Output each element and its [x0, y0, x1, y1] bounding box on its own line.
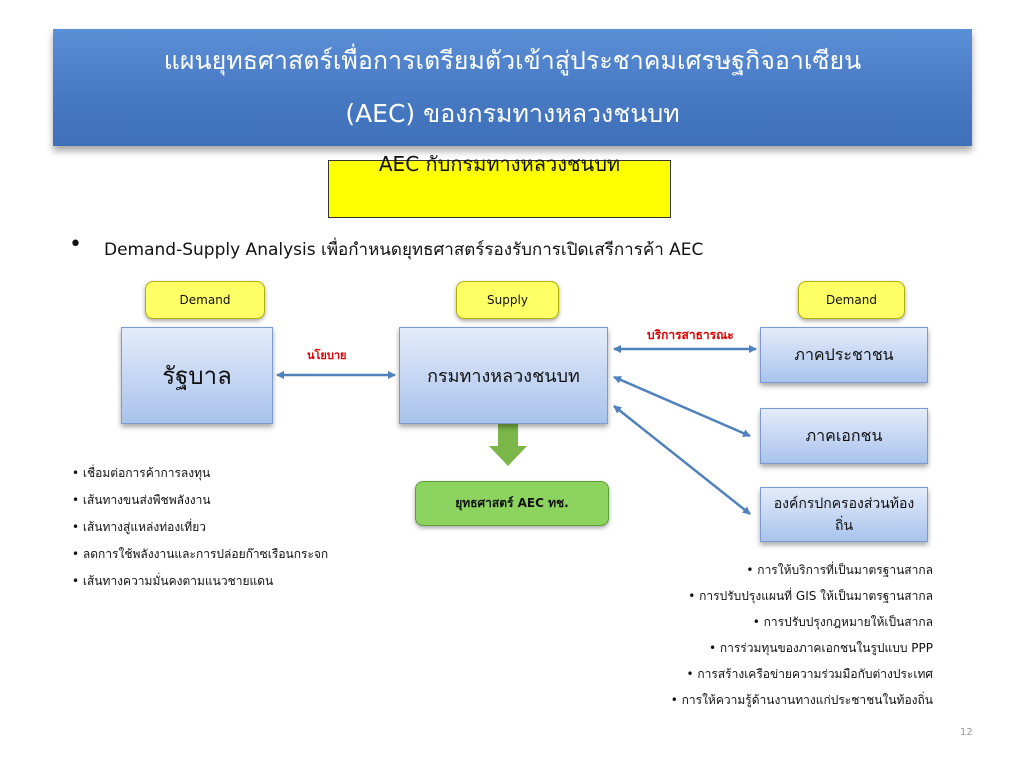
down-arrow [489, 424, 527, 466]
list-item: เส้นทางสู่แหล่งท่องเที่ยว [72, 514, 328, 541]
tag-demand-left: Demand [145, 281, 265, 319]
bullet-text: Demand-Supply Analysis เพื่อกำหนดยุทธศาส… [104, 240, 704, 260]
subtitle-box: AEC กับกรมทางหลวงชนบท [328, 152, 671, 218]
title-line-2: (AEC) ของกรมทางหลวงชนบท [345, 99, 680, 128]
department-local-arrow [613, 405, 751, 515]
list-item: เส้นทางความมั่นคงตามแนวชายแดน [72, 568, 328, 595]
subtitle-text: AEC กับกรมทางหลวงชนบท [378, 152, 621, 176]
node-government: รัฐบาล [121, 327, 273, 424]
bullet-dot: • [69, 232, 82, 257]
policy-label: นโยบาย [307, 349, 347, 362]
list-item: การให้บริการที่เป็นมาตรฐานสากล [560, 557, 933, 583]
title-line-1: แผนยุทธศาสตร์เพื่อการเตรียมตัวเข้าสู่ประ… [163, 46, 862, 75]
page-number: 12 [960, 727, 973, 738]
strategy-box: ยุทธศาสตร์ AEC ทช. [415, 481, 609, 526]
list-item: เชื่อมต่อการค้าการลงทุน [72, 460, 328, 487]
node-department: กรมทางหลวงชนบท [399, 327, 608, 424]
tag-demand-right: Demand [798, 281, 905, 319]
public-service-label: บริการสาธารณะ [647, 328, 734, 342]
node-local-admin: องค์กรปกครองส่วนท้องถิ่น [760, 487, 928, 542]
left-list: เชื่อมต่อการค้าการลงทุน เส้นทางขนส่งพืชพ… [72, 460, 328, 595]
list-item: การร่วมทุนของภาคเอกชนในรูปแบบ PPP [560, 635, 933, 661]
list-item: เส้นทางขนส่งพืชพลังงาน [72, 487, 328, 514]
node-private-sector: ภาคเอกชน [760, 408, 928, 464]
node-public-sector: ภาคประชาชน [760, 327, 928, 383]
tag-supply: Supply [456, 281, 559, 319]
list-item: การปรับปรุงแผนที่ GIS ให้เป็นมาตรฐานสากล [560, 583, 933, 609]
right-list: การให้บริการที่เป็นมาตรฐานสากล การปรับปร… [560, 557, 933, 713]
list-item: การให้ความรู้ด้านงานทางแก่ประชาชนในท้องถ… [560, 687, 933, 713]
list-item: การสร้างเครือข่ายความร่วมมือกับต่างประเท… [560, 661, 933, 687]
list-item: การปรับปรุงกฎหมายให้เป็นสากล [560, 609, 933, 635]
title-banner: แผนยุทธศาสตร์เพื่อการเตรียมตัวเข้าสู่ประ… [53, 29, 972, 146]
department-private-arrow [613, 375, 751, 438]
list-item: ลดการใช้พลังงานและการปล่อยก๊าซเรือนกระจก [72, 541, 328, 568]
